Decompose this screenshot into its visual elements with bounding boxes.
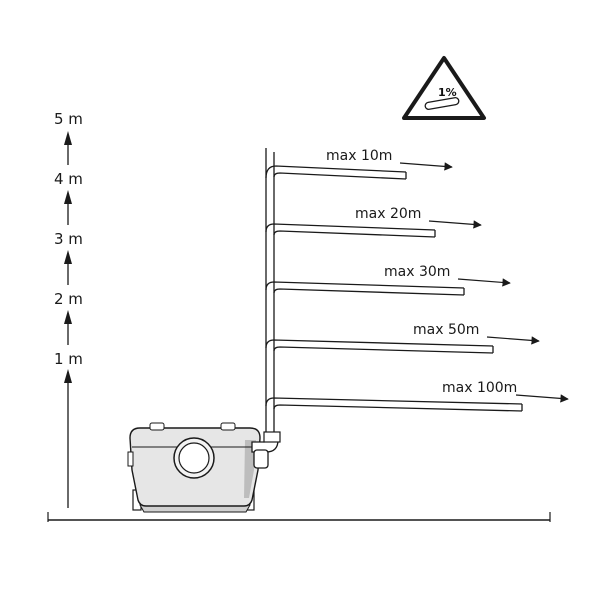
scale-arrow-2m bbox=[64, 310, 72, 345]
pump-cap-right bbox=[220, 422, 236, 431]
scale-label-1m: 1 m bbox=[54, 350, 83, 368]
run-label: max 20m bbox=[355, 206, 421, 222]
sloped-pipe-icon bbox=[424, 97, 460, 110]
warning-triangle-icon bbox=[402, 56, 486, 120]
scale-label-5m: 5 m bbox=[54, 110, 83, 128]
scale-arrow-4m bbox=[64, 190, 72, 225]
scale-label-4m: 4 m bbox=[54, 170, 83, 188]
pump-lug-left bbox=[127, 451, 134, 467]
run-pipe-bottom-edge bbox=[273, 346, 494, 354]
slope-warning-sign: 1% bbox=[402, 56, 486, 120]
run-1m: max 100m bbox=[265, 380, 569, 412]
pump-body-shade bbox=[244, 440, 256, 498]
run-pipe-top-edge bbox=[265, 397, 523, 407]
run-direction-arrow bbox=[515, 394, 569, 403]
horizontal-runs: max 10m max 20m max 30m max 50m max 100m bbox=[265, 148, 569, 412]
run-pipe-top-edge bbox=[265, 281, 465, 291]
run-direction-arrow bbox=[486, 336, 540, 345]
run-4m: max 20m bbox=[265, 206, 482, 238]
scale-arrow-1m bbox=[64, 369, 72, 508]
run-2m: max 50m bbox=[265, 322, 540, 354]
run-label: max 50m bbox=[413, 322, 479, 338]
run-3m: max 30m bbox=[265, 264, 511, 296]
run-pipe-top-edge bbox=[265, 165, 407, 179]
scale-label-2m: 2 m bbox=[54, 290, 83, 308]
run-direction-arrow bbox=[399, 162, 453, 171]
run-pipe-top-edge bbox=[265, 223, 436, 233]
floor bbox=[47, 512, 551, 522]
slope-percent-text: 1% bbox=[438, 86, 457, 99]
run-label: max 30m bbox=[384, 264, 450, 280]
height-scale: 1 m 2 m 3 m 4 m 5 m bbox=[54, 110, 83, 508]
scale-arrow-3m bbox=[64, 250, 72, 285]
pump-unit bbox=[127, 422, 263, 513]
scale-arrow-5m bbox=[64, 131, 72, 165]
run-pipe-bottom-edge bbox=[273, 230, 436, 238]
run-pipe-bottom-edge bbox=[273, 172, 407, 180]
pump-inlet bbox=[178, 442, 210, 474]
riser-pipe bbox=[265, 148, 275, 432]
pump-cap-left bbox=[149, 422, 165, 431]
scale-label-3m: 3 m bbox=[54, 230, 83, 248]
run-5m: max 10m bbox=[265, 148, 453, 180]
run-pipe-bottom-edge bbox=[273, 404, 523, 412]
run-pipe-top-edge bbox=[265, 339, 494, 349]
run-label: max 10m bbox=[326, 148, 392, 164]
run-direction-arrow bbox=[428, 220, 482, 229]
run-pipe-bottom-edge bbox=[273, 288, 465, 296]
discharge-elbow bbox=[251, 431, 281, 469]
run-direction-arrow bbox=[457, 278, 511, 287]
run-label: max 100m bbox=[442, 380, 517, 396]
